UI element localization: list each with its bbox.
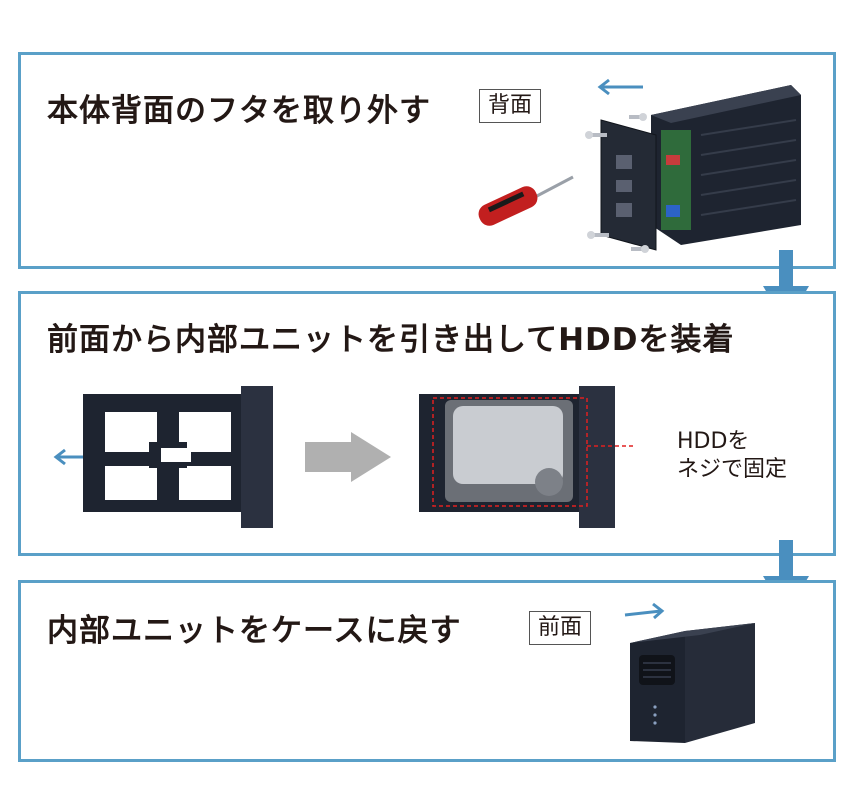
left-arrow-icon (597, 78, 643, 96)
hdd-callout-line1: HDDを (677, 429, 750, 454)
device-front-illustration (630, 623, 755, 743)
hdd-callout-line2: ネジで固定 (677, 457, 788, 482)
step2-title: 前面から内部ユニットを引き出してHDDを装着 (47, 322, 735, 358)
right-arrow-icon (624, 602, 665, 620)
screw-icon (585, 131, 607, 139)
screw-icon (631, 245, 649, 253)
device-rear-illustration (585, 85, 801, 253)
screw-icon (587, 231, 609, 239)
step1-title: 本体背面のフタを取り外す (47, 93, 431, 129)
step1-panel: 本体背面のフタを取り外す 背面 (18, 52, 836, 269)
step2-panel: 前面から内部ユニットを引き出してHDDを装着 HDDを ネジで固定 (18, 291, 836, 556)
screw-icon (629, 113, 647, 121)
screwdriver-icon (478, 175, 574, 226)
step3-panel: 内部ユニットをケースに戻す 前面 (18, 580, 836, 762)
tray-with-hdd (419, 386, 635, 528)
front-tag: 前面 (529, 611, 592, 645)
rear-tag: 背面 (479, 89, 542, 123)
empty-drive-tray (83, 386, 273, 528)
gray-right-arrow-icon (305, 432, 391, 482)
step3-title: 内部ユニットをケースに戻す (47, 613, 462, 649)
